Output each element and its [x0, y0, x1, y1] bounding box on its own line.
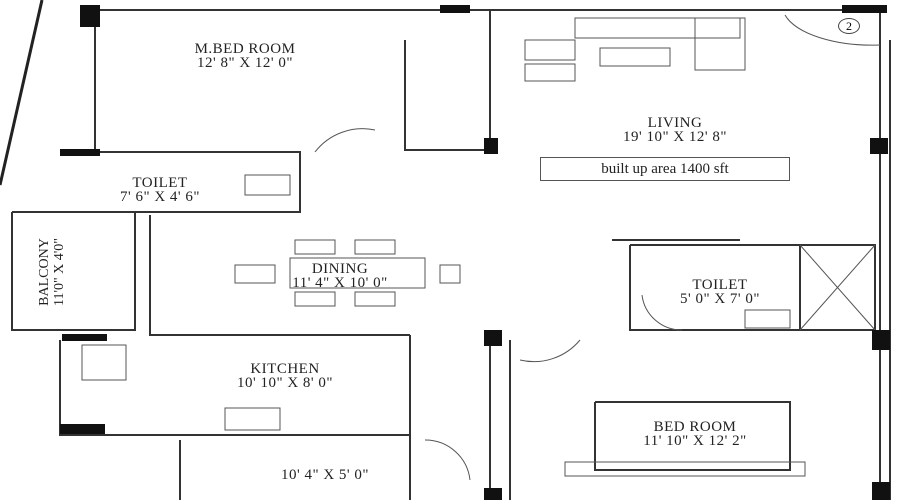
room-size: 7' 6" X 4' 6" [120, 189, 200, 205]
room-name: BALCONY [37, 238, 52, 306]
room-size: 11' 10" X 12' 2" [643, 433, 747, 449]
room-name: KITCHEN [250, 361, 320, 377]
room-size: 10' 10" X 8' 0" [237, 375, 333, 391]
utility-label: 10' 4" X 5' 0" [281, 467, 369, 483]
room-size: 10' 4" X 5' 0" [281, 467, 369, 483]
room-size: 5' 0" X 7' 0" [680, 291, 760, 307]
built-up-area-box: built up area 1400 sft [540, 157, 790, 181]
room-name: LIVING [647, 115, 703, 131]
room-name: BED ROOM [653, 419, 737, 435]
structural-columns [60, 5, 890, 500]
room-size: 19' 10" X 12' 8" [623, 129, 727, 145]
room-name: TOILET [132, 175, 188, 191]
unit-marker: 2 [838, 18, 860, 34]
room-size: 12' 8" X 12' 0" [197, 55, 293, 71]
outer-diagonal-line [0, 0, 44, 186]
room-size: 11'0" X 4'0" [52, 237, 67, 307]
room-name: DINING [311, 261, 369, 277]
room-name: TOILET [692, 277, 748, 293]
room-name: M.BED ROOM [194, 41, 296, 57]
walls [11, 9, 891, 500]
room-size: 11' 4" X 10' 0" [292, 275, 388, 291]
